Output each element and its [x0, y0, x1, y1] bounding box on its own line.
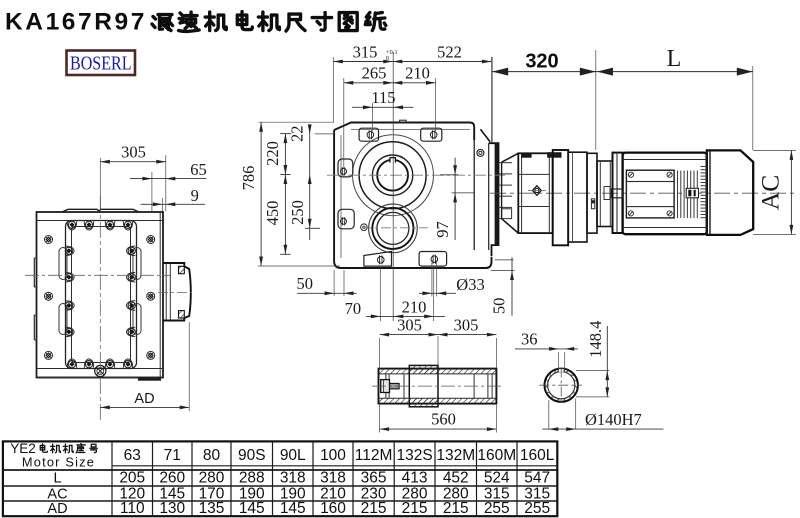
svg-text:265: 265	[362, 64, 387, 83]
svg-text:205: 205	[119, 469, 145, 486]
svg-text:522: 522	[437, 43, 462, 62]
svg-text:524: 524	[484, 469, 510, 486]
svg-text:100: 100	[320, 447, 346, 464]
svg-text:145: 145	[159, 485, 185, 502]
svg-text:AC: AC	[47, 486, 67, 502]
svg-text:AD: AD	[134, 391, 154, 407]
svg-text:305: 305	[121, 142, 146, 161]
svg-text:22: 22	[288, 126, 307, 143]
svg-text:135: 135	[199, 500, 225, 517]
svg-text:120: 120	[119, 485, 145, 502]
svg-text:560: 560	[431, 410, 456, 429]
svg-text:450: 450	[263, 201, 282, 226]
svg-text:50: 50	[297, 274, 314, 293]
svg-text:97: 97	[433, 221, 452, 238]
svg-text:250: 250	[288, 200, 307, 225]
svg-text:210: 210	[402, 298, 427, 317]
svg-text:36: 36	[521, 330, 538, 349]
svg-text:AD: AD	[47, 501, 67, 517]
svg-text:Ø140H7: Ø140H7	[585, 410, 642, 429]
svg-text:170: 170	[199, 485, 225, 502]
svg-text:132M: 132M	[436, 447, 475, 464]
svg-text:305: 305	[397, 315, 422, 334]
svg-text:Ø33: Ø33	[456, 275, 484, 294]
svg-text:220: 220	[263, 141, 282, 166]
svg-text:305: 305	[454, 315, 479, 334]
svg-text:160: 160	[320, 500, 346, 517]
svg-text:210: 210	[320, 485, 346, 502]
svg-text:315: 315	[524, 485, 550, 502]
svg-text:+0.1: +0.1	[386, 49, 398, 56]
svg-text:190: 190	[239, 485, 265, 502]
svg-text:230: 230	[361, 485, 387, 502]
svg-text:70: 70	[345, 299, 362, 318]
svg-text:65: 65	[190, 160, 207, 179]
svg-text:63: 63	[124, 447, 141, 464]
svg-text:280: 280	[443, 485, 469, 502]
svg-text:90L: 90L	[280, 447, 306, 464]
svg-text:160L: 160L	[520, 447, 555, 464]
svg-text:786: 786	[239, 166, 258, 191]
svg-text:9: 9	[191, 186, 199, 205]
svg-text:L: L	[667, 46, 682, 72]
svg-text:148.4: 148.4	[586, 321, 605, 358]
svg-text:190: 190	[280, 485, 306, 502]
svg-text:KA167R97: KA167R97	[5, 9, 147, 36]
svg-text:80: 80	[203, 447, 221, 464]
svg-text:0: 0	[386, 55, 389, 62]
svg-text:215: 215	[361, 500, 387, 517]
svg-text:112M: 112M	[355, 447, 393, 464]
svg-text:365: 365	[361, 469, 387, 486]
svg-text:255: 255	[484, 500, 510, 517]
svg-text:BOSERL: BOSERL	[70, 52, 132, 74]
svg-text:318: 318	[320, 469, 346, 486]
svg-text:288: 288	[239, 469, 265, 486]
svg-text:130: 130	[159, 500, 185, 517]
svg-text:145: 145	[280, 500, 306, 517]
svg-text:110: 110	[120, 500, 145, 517]
svg-text:318: 318	[280, 469, 306, 486]
svg-text:280: 280	[199, 469, 225, 486]
svg-text:90S: 90S	[238, 447, 266, 464]
svg-text:315: 315	[353, 43, 378, 62]
svg-text:320: 320	[525, 51, 558, 73]
svg-text:71: 71	[164, 447, 181, 464]
svg-text:280: 280	[402, 485, 428, 502]
svg-text:210: 210	[405, 64, 430, 83]
svg-text:AC: AC	[756, 175, 785, 210]
svg-text:215: 215	[443, 500, 469, 517]
svg-text:132S: 132S	[396, 447, 432, 464]
svg-text:50: 50	[490, 298, 509, 315]
svg-text:L: L	[53, 470, 61, 486]
svg-text:255: 255	[524, 500, 550, 517]
svg-text:215: 215	[402, 500, 428, 517]
svg-text:315: 315	[484, 485, 510, 502]
svg-text:Motor Size: Motor Size	[22, 455, 95, 470]
svg-text:115: 115	[371, 88, 395, 107]
svg-text:160M: 160M	[477, 447, 516, 464]
svg-text:260: 260	[159, 469, 185, 486]
svg-text:452: 452	[443, 469, 469, 486]
svg-text:547: 547	[524, 469, 550, 486]
svg-text:413: 413	[402, 469, 428, 486]
svg-text:YE2: YE2	[10, 441, 36, 456]
svg-text:145: 145	[239, 500, 265, 517]
